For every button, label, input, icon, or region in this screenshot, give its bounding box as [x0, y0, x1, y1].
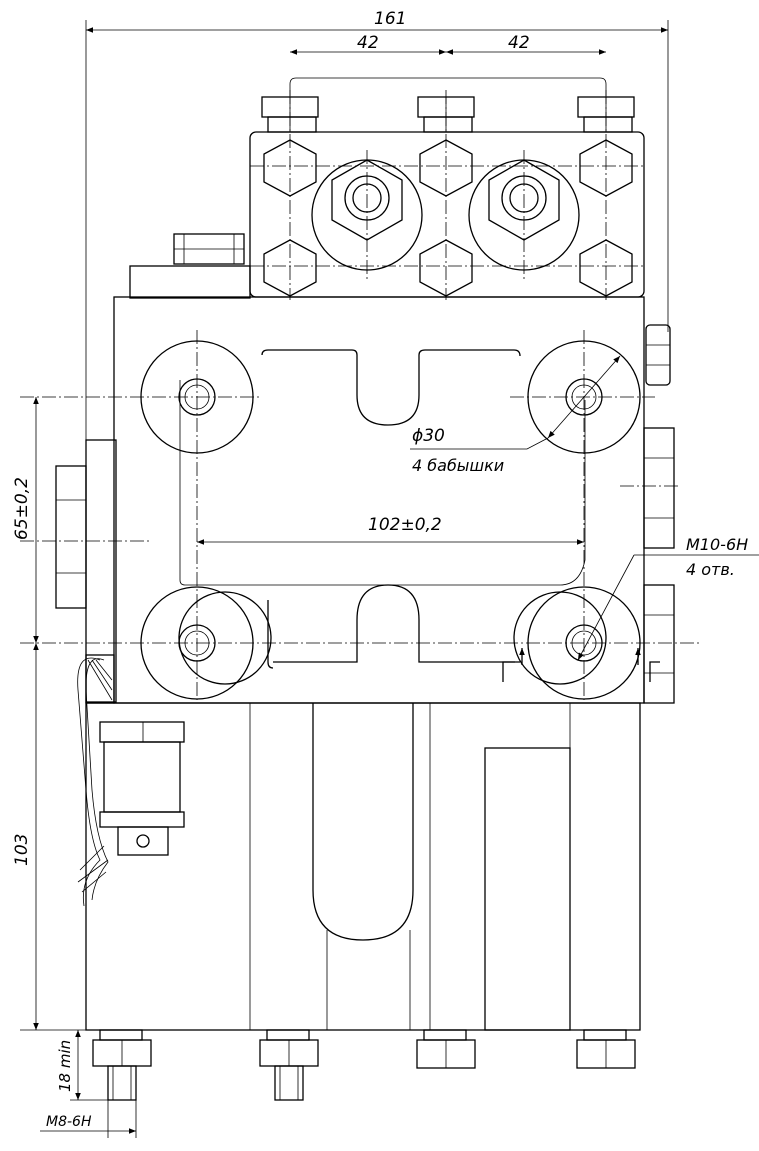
callout-hole-thread: M10-6H [686, 535, 748, 554]
bottom-studs [92, 1029, 636, 1101]
dimension-texts: 161 42 42 102±0,2 65±0,2 103 18 min M8-6… [12, 9, 748, 1130]
callout-boss-diameter: ϕ30 [412, 426, 445, 446]
electrical-connector [77, 654, 185, 907]
dim-vertical-spacing: 65±0,2 [12, 477, 32, 540]
dim-overall-width: 161 [374, 9, 406, 29]
left-ledge [129, 265, 251, 299]
dim-lower-height: 103 [12, 834, 32, 866]
top-manifold-block [249, 131, 645, 298]
callout-hole-count: 4 отв. [686, 560, 735, 579]
dim-stud-min-length: 18 min [56, 1040, 74, 1092]
dim-boss-spacing: 102±0,2 [368, 515, 442, 535]
bolt-heads-top [261, 96, 635, 133]
inner-pockets [179, 349, 586, 669]
manifold-hexes [250, 139, 644, 297]
centerlines [20, 90, 700, 700]
callout-boss-note: 4 бабышки [412, 456, 504, 475]
dim-bolt-pitch-left: 42 [357, 33, 379, 53]
left-side-nut [55, 465, 87, 609]
main-block [113, 296, 645, 704]
right-top-fitting [645, 324, 671, 386]
right-slot [484, 747, 571, 1031]
section-markers [502, 648, 660, 682]
left-ledge-fitting [173, 233, 245, 265]
dim-stud-thread: M8-6H [46, 1114, 92, 1130]
dim-bolt-pitch-right: 42 [508, 33, 530, 53]
lower-body [85, 702, 641, 1031]
dimension-lines [20, 20, 759, 1138]
right-side-plates [643, 427, 675, 704]
central-slot [312, 703, 414, 941]
valve-body [85, 131, 645, 1031]
